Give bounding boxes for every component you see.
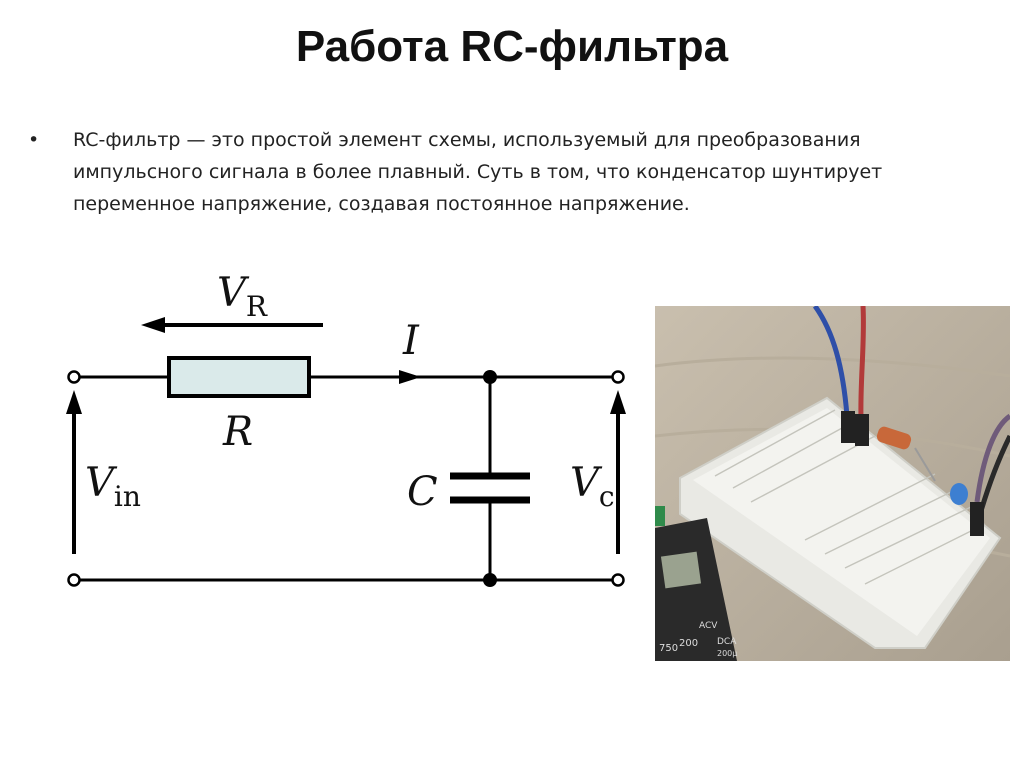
meter-label-4: 200μ [717,649,737,658]
meter-label-1: 200 [679,638,698,649]
meter-label-3: DCA [717,637,737,647]
blue-wire [812,306,850,417]
green-terminal [655,506,665,526]
multimeter-display [660,551,702,589]
bullet-text: RC-фильтр — это простой элемент схемы, и… [73,129,883,215]
resistor-label: R [222,409,253,455]
blue-wire-connector [841,411,855,443]
vr-label: VR [217,270,268,323]
purple-wire [974,413,1010,503]
current-label: I [402,318,420,364]
meter-label-0: 750 [659,643,678,654]
junction-top [483,370,497,384]
photo-resistor [876,426,912,450]
current-arrow [399,370,421,384]
terminal-in-top [67,370,81,384]
right-connector [970,502,984,536]
bullet-paragraph: • RC-фильтр — это простой элемент схемы,… [28,124,968,220]
vin-arrow-head [66,390,82,414]
rc-circuit-diagram: VR I R Vin C Vc [66,270,626,587]
vr-arrow-head [141,317,165,333]
vin-label: Vin [85,460,141,513]
resistor-lead [914,447,936,482]
vc-arrow-head [610,390,626,414]
slide-title: Работа RC-фильтра [295,22,729,71]
vc-label: Vc [570,460,615,513]
multimeter [655,518,737,661]
junction-bottom [483,573,497,587]
bullet-marker: • [28,129,40,151]
capacitor-label: C [407,469,438,515]
terminal-out-bottom [611,573,625,587]
red-wire [858,306,866,419]
red-wire-connector [855,414,869,446]
breadboard-holes [714,409,986,585]
terminal-out-top [611,370,625,384]
resistor-symbol [167,356,311,398]
photo-capacitor [950,483,968,505]
meter-label-2: ACV [699,621,718,631]
breadboard-photo: 750 200 ACV DCA 200μ [655,306,1010,661]
terminal-in-bottom [67,573,81,587]
